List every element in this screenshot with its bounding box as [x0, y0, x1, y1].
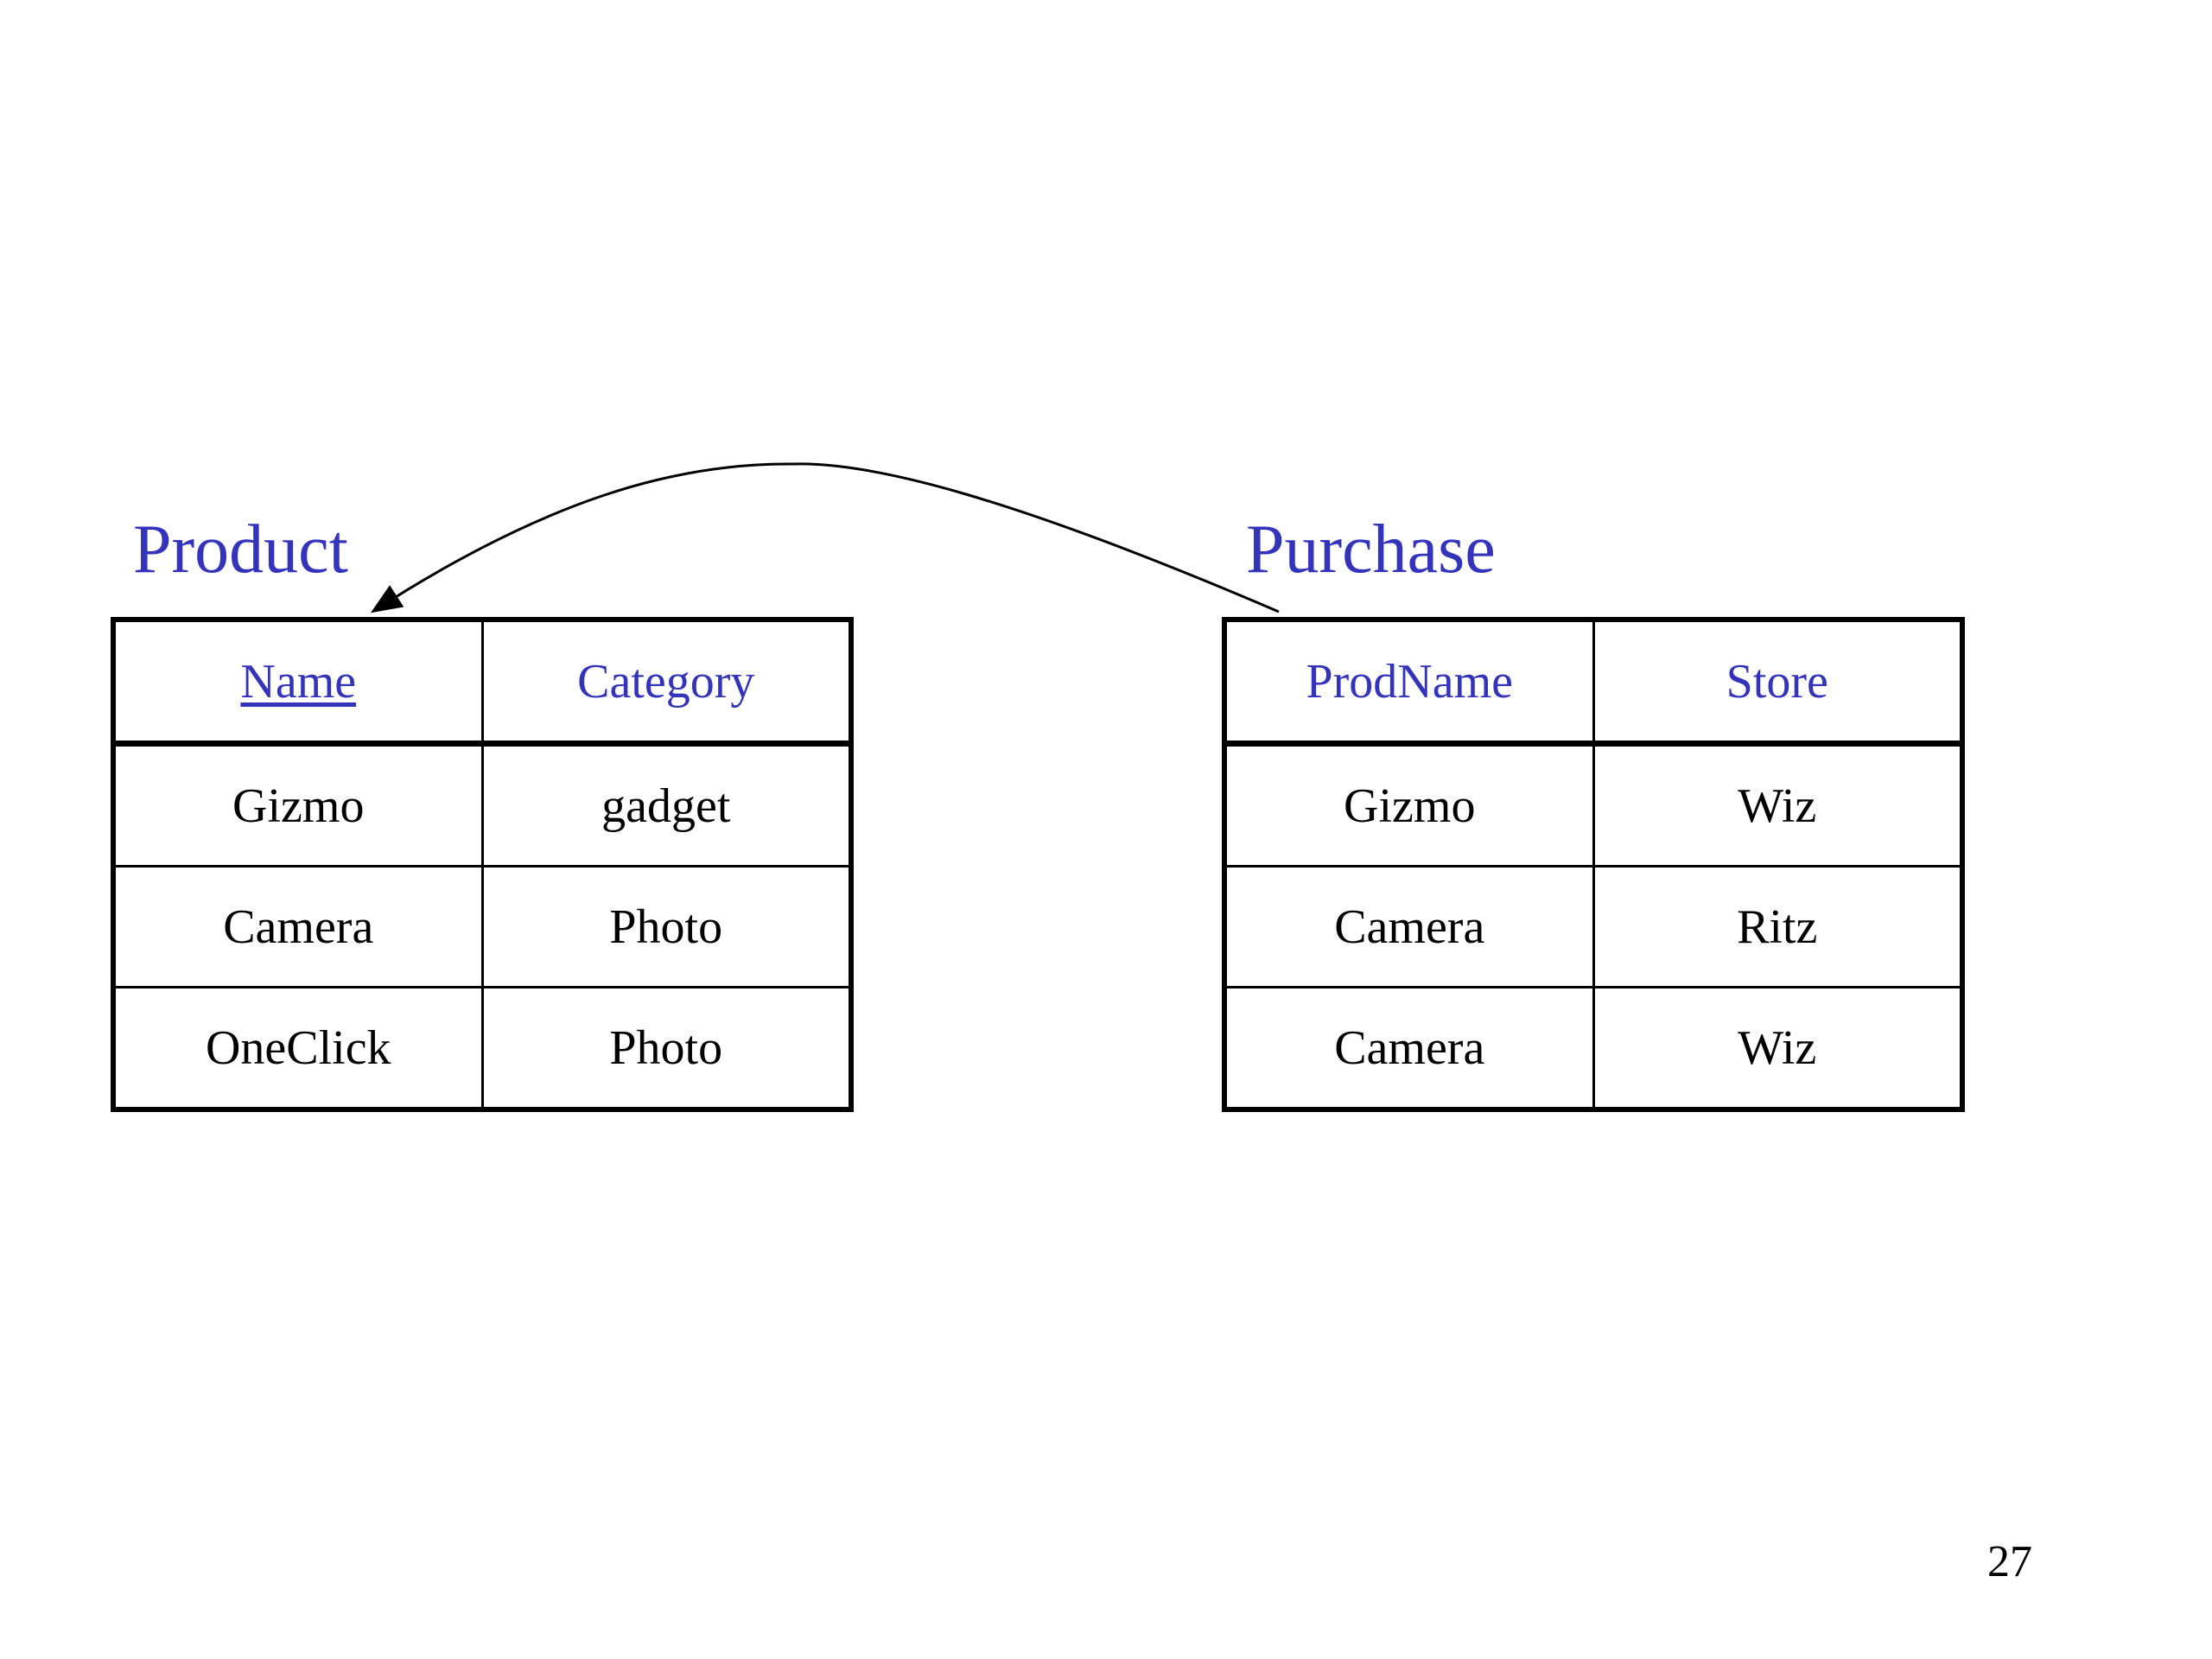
purchase-table: ProdName Store Gizmo Wiz Camera Ritz Cam…: [1222, 617, 1965, 1112]
table-header-row: Name Category: [111, 618, 853, 747]
purchase-title: Purchase: [1246, 512, 1496, 588]
column-header-category: Category: [480, 618, 853, 747]
table-cell: OneClick: [111, 986, 484, 1111]
product-title: Product: [133, 512, 348, 588]
table-cell: Photo: [480, 865, 853, 988]
table-cell: Camera: [111, 865, 484, 988]
table-cell: Camera: [1223, 865, 1595, 988]
table-cell: gadget: [480, 742, 853, 868]
table-cell: Gizmo: [1223, 742, 1595, 868]
table-row: Gizmo Wiz: [1223, 742, 1964, 868]
table-row: Camera Ritz: [1223, 865, 1964, 988]
table-row: Camera Wiz: [1223, 986, 1964, 1111]
table-row: Camera Photo: [111, 865, 853, 988]
arrow-curve: [370, 462, 1280, 613]
column-header-prodname: ProdName: [1223, 618, 1595, 747]
page-number: 27: [1987, 1537, 2032, 1586]
column-header-name: Name: [111, 618, 484, 747]
table-cell: Ritz: [1592, 865, 1964, 988]
product-table: Name Category Gizmo gadget Camera Photo …: [111, 617, 854, 1112]
column-header-store: Store: [1592, 618, 1964, 747]
table-cell: Wiz: [1592, 986, 1964, 1111]
table-cell: Camera: [1223, 986, 1595, 1111]
table-row: Gizmo gadget: [111, 742, 853, 868]
table-row: OneClick Photo: [111, 986, 853, 1111]
table-cell: Photo: [480, 986, 853, 1111]
table-cell: Gizmo: [111, 742, 484, 868]
table-cell: Wiz: [1592, 742, 1964, 868]
table-header-row: ProdName Store: [1223, 618, 1964, 747]
